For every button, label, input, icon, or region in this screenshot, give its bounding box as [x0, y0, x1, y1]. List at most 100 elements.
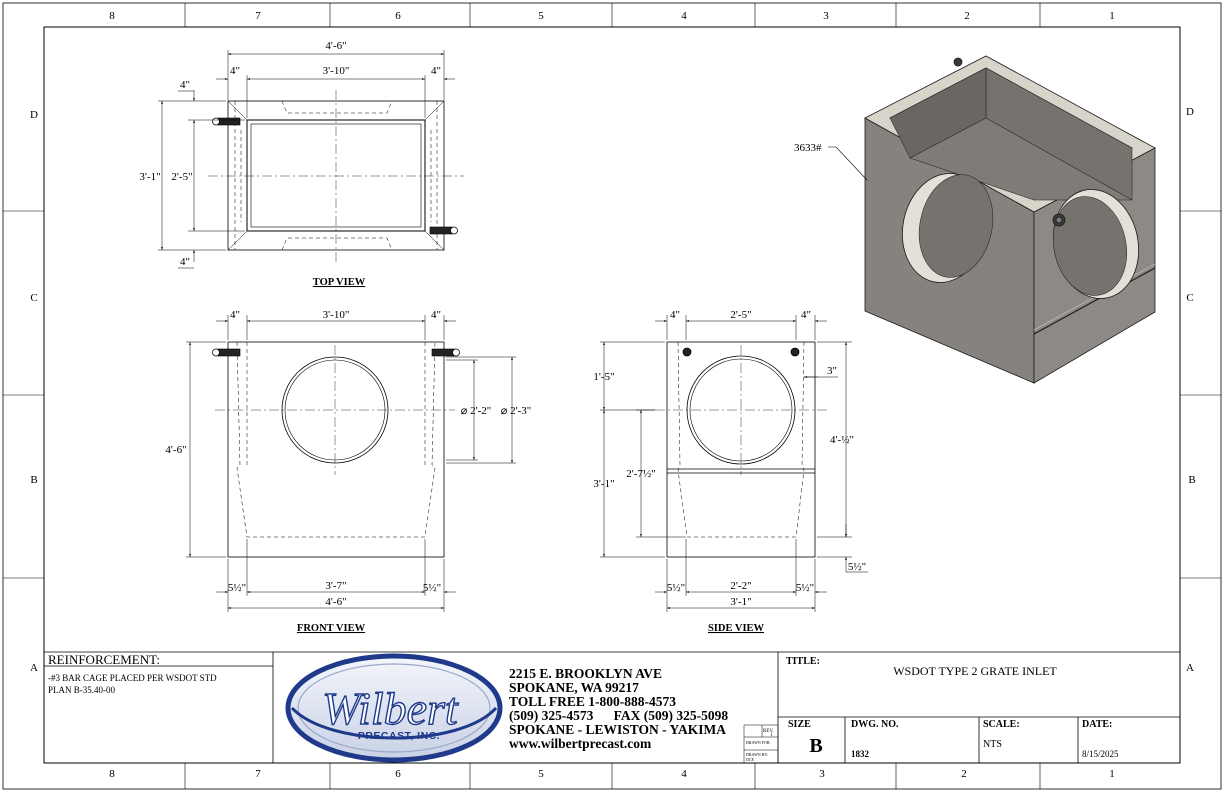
top-dim-inner-depth: 2'-5"	[171, 171, 192, 183]
col-top-3: 3	[823, 10, 829, 22]
rev-label: REV.	[763, 729, 774, 734]
scale-label: SCALE:	[983, 719, 1020, 730]
top-dim-overall-width: 4'-6"	[325, 40, 346, 52]
side-dim-lip: 3"	[827, 365, 837, 377]
col-bottom-7: 7	[255, 768, 261, 780]
side-dim-inner-width: 2'-5"	[730, 309, 751, 321]
col-bottom-4: 4	[681, 768, 687, 780]
col-bottom-5: 5	[538, 768, 544, 780]
front-view	[212, 341, 460, 558]
front-dim-bottom-right: 5½"	[423, 582, 441, 594]
col-bottom-2: 2	[961, 768, 967, 780]
reinforcement-heading: REINFORCEMENT:	[48, 652, 160, 667]
front-dim-hole-inner: ⌀ 2'-2"	[461, 405, 492, 417]
row-right-d: D	[1186, 106, 1194, 118]
top-dim-wall-bottom: 4"	[180, 256, 190, 268]
col-bottom-1: 1	[1109, 768, 1115, 780]
front-dim-wall-left: 4"	[230, 309, 240, 321]
address-line-1: 2215 E. BROOKLYN AVE	[509, 666, 662, 681]
side-dim-base-thickness: 5½"	[848, 561, 866, 573]
top-view-caption: TOP VIEW	[313, 277, 366, 288]
top-dim-inner-width: 3'-10"	[323, 65, 350, 77]
wilbert-logo: Wilbert PRECAST, INC.	[285, 653, 503, 763]
row-right-a: A	[1186, 662, 1194, 674]
top-view-dimensions	[158, 50, 455, 269]
side-dim-bottom-overall: 3'-1"	[730, 596, 751, 608]
front-dim-height: 4'-6"	[165, 444, 186, 456]
title-block	[44, 651, 1180, 764]
col-top-6: 6	[395, 10, 401, 22]
drawn-by-label: DRAWN BY:	[746, 752, 768, 757]
front-dim-hole-outer: ⌀ 2'-3"	[501, 405, 532, 417]
address-line-3: TOLL FREE 1-800-888-4573	[509, 694, 676, 709]
front-dim-bottom-inner: 3'-7"	[325, 580, 346, 592]
address-line-6: www.wilbertprecast.com	[509, 736, 652, 751]
reinforcement-line-1: -#3 BAR CAGE PLACED PER WSDOT STD	[48, 673, 217, 683]
title-label: TITLE:	[786, 656, 820, 667]
side-view-caption: SIDE VIEW	[708, 623, 765, 634]
side-view	[655, 341, 828, 558]
drawn-by-value: DCE	[746, 757, 755, 762]
front-view-dimensions	[186, 315, 516, 612]
title-value: WSDOT TYPE 2 GRATE INLET	[893, 664, 1057, 678]
top-view	[208, 90, 464, 262]
scale-value: NTS	[983, 739, 1002, 750]
side-dim-center-to-base: 3'-1"	[593, 478, 614, 490]
top-dim-wall-left: 4"	[230, 65, 240, 77]
logo-sub: PRECAST, INC.	[358, 730, 440, 742]
address-line-5: SPOKANE - LEWISTON - YAKIMA	[509, 722, 726, 737]
size-value: B	[809, 735, 822, 757]
side-dim-bottom-left: 5½"	[667, 582, 685, 594]
col-top-8: 8	[109, 10, 115, 22]
border-zone-labels: 8 7 6 5 4 3 2 1 8 7 6 5 4 3 2 1 D C B A …	[30, 10, 1196, 780]
col-top-7: 7	[255, 10, 261, 22]
side-view-dimensions	[600, 315, 868, 612]
side-dim-wall-right: 4"	[801, 309, 811, 321]
side-dim-bottom-right: 5½"	[796, 582, 814, 594]
row-right-b: B	[1188, 474, 1195, 486]
isometric-view	[864, 55, 1156, 384]
col-top-1: 1	[1109, 10, 1115, 22]
side-dim-top-to-center: 1'-5"	[593, 371, 614, 383]
logo-name: Wilbert	[322, 683, 459, 734]
col-bottom-8: 8	[109, 768, 115, 780]
top-view-labels: 4'-6" 3'-10" 4" 4" 4" 4" 3'-1" 2'-5" TOP…	[139, 40, 441, 288]
front-view-labels: 4" 3'-10" 4" 4'-6" ⌀ 2'-2" ⌀ 2'-3" 5½" 3…	[165, 309, 531, 634]
address-line-4: (509) 325-4573 FAX (509) 325-5098	[509, 708, 728, 723]
front-dim-bottom-left: 5½"	[228, 582, 246, 594]
side-dim-inner-height: 2'-7½"	[626, 468, 655, 480]
row-left-a: A	[30, 662, 38, 674]
side-view-labels: 4" 2'-5" 4" 1'-5" 3'-1" 2'-7½" 4'-½" 3" …	[593, 309, 866, 634]
row-left-c: C	[30, 292, 37, 304]
size-label: SIZE	[788, 719, 811, 730]
front-dim-bottom-overall: 4'-6"	[325, 596, 346, 608]
front-view-caption: FRONT VIEW	[297, 623, 366, 634]
date-label: DATE:	[1082, 719, 1112, 730]
title-block-text: REINFORCEMENT: -#3 BAR CAGE PLACED PER W…	[48, 652, 1119, 763]
row-right-c: C	[1186, 292, 1193, 304]
row-left-b: B	[30, 474, 37, 486]
dwg-no-value: 1832	[851, 749, 870, 759]
reinforcement-line-2: PLAN B-35.40-00	[48, 685, 115, 695]
address-line-2: SPOKANE, WA 99217	[509, 680, 639, 695]
col-top-2: 2	[964, 10, 970, 22]
top-dim-wall-top: 4"	[180, 79, 190, 91]
side-dim-overall-height: 4'-½"	[830, 434, 854, 446]
front-dim-inner-width: 3'-10"	[323, 309, 350, 321]
row-left-d: D	[30, 109, 38, 121]
date-value: 8/15/2025	[1082, 749, 1119, 759]
dwg-no-label: DWG. NO.	[851, 719, 899, 730]
top-dim-wall-right: 4"	[431, 65, 441, 77]
drawn-for-label: DRAWN FOR:	[746, 740, 771, 745]
col-top-5: 5	[538, 10, 544, 22]
weight-callout-text: 3633#	[794, 142, 822, 154]
rev-value: 1	[770, 733, 773, 738]
weight-callout: 3633#	[794, 142, 868, 181]
side-dim-bottom-inner: 2'-2"	[730, 580, 751, 592]
side-dim-wall-left: 4"	[670, 309, 680, 321]
col-bottom-3: 3	[819, 768, 825, 780]
front-dim-wall-right: 4"	[431, 309, 441, 321]
top-dim-overall-depth: 3'-1"	[139, 171, 160, 183]
